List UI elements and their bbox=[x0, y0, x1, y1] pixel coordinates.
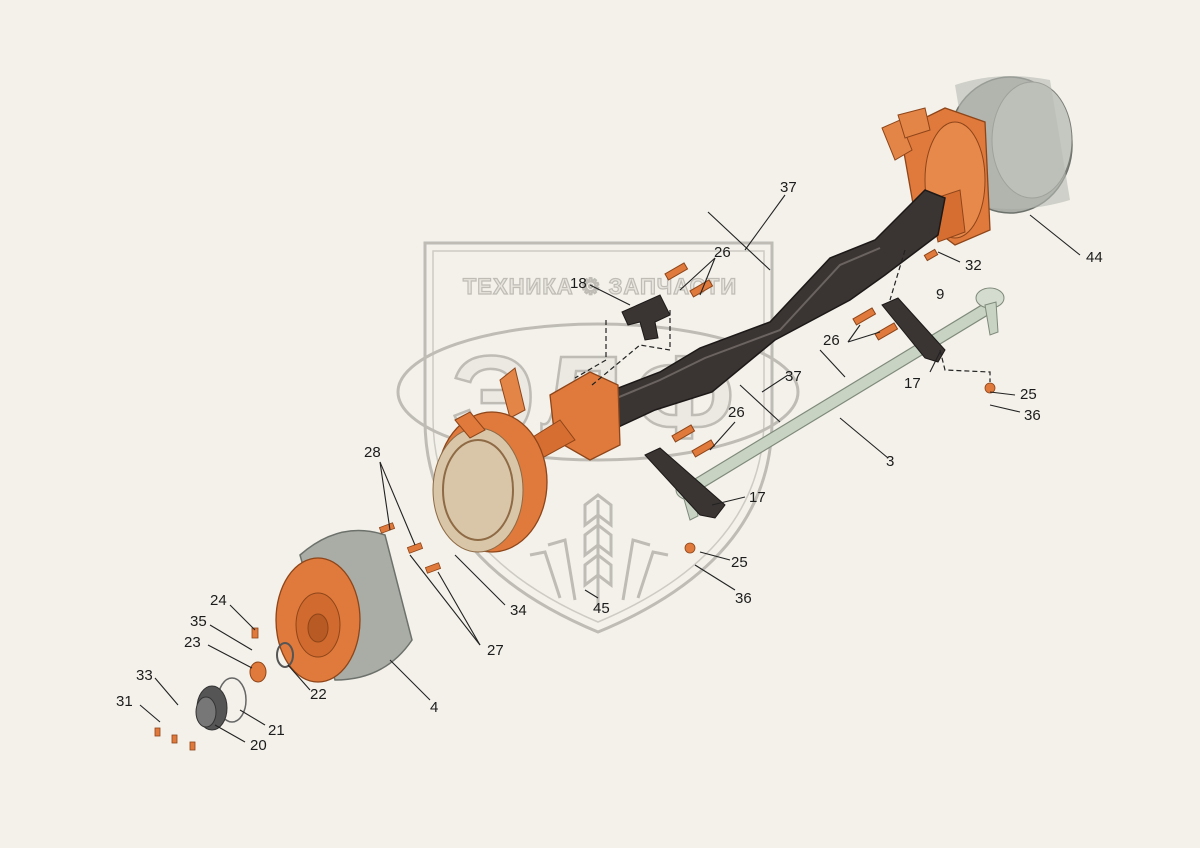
callout-18: 18 bbox=[570, 275, 587, 292]
callout-23: 23 bbox=[184, 634, 201, 651]
callouts: 37 26 18 32 44 9 26 37 17 25 36 26 3 28 … bbox=[116, 179, 1103, 754]
callout-36-right: 36 bbox=[1024, 407, 1041, 424]
callout-34: 34 bbox=[510, 602, 527, 619]
leader-lines bbox=[139, 194, 1081, 743]
callout-36-left: 36 bbox=[735, 590, 752, 607]
axle-beam-highlight bbox=[599, 247, 881, 406]
small-hardware bbox=[154, 382, 996, 751]
callout-28: 28 bbox=[364, 444, 381, 461]
callout-26-mid: 26 bbox=[823, 332, 840, 349]
callout-22: 22 bbox=[310, 686, 327, 703]
callout-32: 32 bbox=[965, 257, 982, 274]
callout-31: 31 bbox=[116, 693, 133, 710]
watermark-wheat-icon bbox=[529, 493, 669, 610]
bracket-18 bbox=[621, 294, 671, 341]
steering-arm-lower bbox=[644, 447, 726, 519]
callout-37-mid: 37 bbox=[785, 368, 802, 385]
callout-26-low: 26 bbox=[728, 404, 745, 421]
callout-24: 24 bbox=[210, 592, 227, 609]
callout-37-top: 37 bbox=[780, 179, 797, 196]
callout-35: 35 bbox=[190, 613, 207, 630]
hub-parts bbox=[195, 642, 294, 731]
callout-25-right: 25 bbox=[1020, 386, 1037, 403]
callout-21: 21 bbox=[268, 722, 285, 739]
steering-arm-upper bbox=[881, 297, 946, 363]
left-brake-drum bbox=[275, 529, 413, 683]
callout-17-left: 17 bbox=[749, 489, 766, 506]
watermark-text: ТЕХНИКА ⚙ ЗАПЧАСТИ bbox=[463, 274, 737, 299]
callout-9: 9 bbox=[936, 286, 944, 303]
left-brake-backing-plate bbox=[432, 411, 548, 553]
watermark-logo-ring bbox=[396, 322, 800, 462]
callout-17-right: 17 bbox=[904, 375, 921, 392]
callout-25-left: 25 bbox=[731, 554, 748, 571]
callout-33: 33 bbox=[136, 667, 153, 684]
callout-44: 44 bbox=[1086, 249, 1103, 266]
callout-4: 4 bbox=[430, 699, 438, 716]
callout-26-top: 26 bbox=[714, 244, 731, 261]
callout-3: 3 bbox=[886, 453, 894, 470]
callout-45: 45 bbox=[593, 600, 610, 617]
callout-27: 27 bbox=[487, 642, 504, 659]
callout-20: 20 bbox=[250, 737, 267, 754]
parts bbox=[154, 76, 1073, 751]
bolts-26 bbox=[664, 248, 939, 458]
